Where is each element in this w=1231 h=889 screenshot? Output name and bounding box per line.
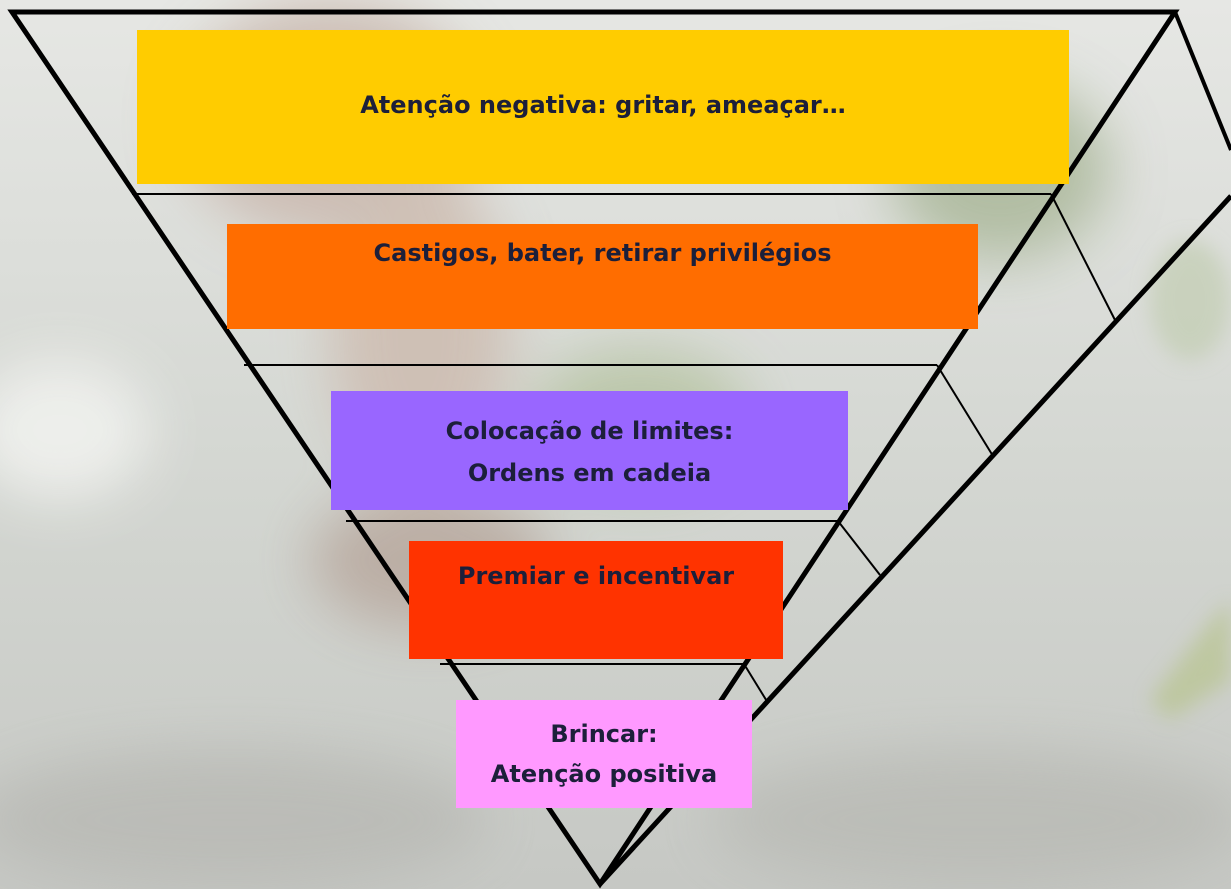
level-label: Colocação de limites: [445,416,734,445]
level-box-reward: Premiar e incentivar [409,541,783,659]
level-label: Castigos, bater, retirar privilégios [373,239,832,267]
side-divider [1050,193,1117,323]
level-label: Atenção positiva [490,760,718,788]
level-label: Atenção negativa: gritar, ameaçar… [360,90,846,119]
funnel-side-edge-top [1173,11,1231,151]
level-label: Premiar e incentivar [457,562,735,590]
level-box-setting-limits: Colocação de limites: Ordens em cadeia [331,391,848,510]
side-divider [936,364,994,457]
level-box-play: Brincar: Atenção positiva [456,700,752,808]
level-box-negative-attention: Atenção negativa: gritar, ameaçar… [137,30,1069,184]
level-box-punishments: Castigos, bater, retirar privilégios [227,224,978,329]
side-divider [743,663,769,704]
level-label: Ordens em cadeia [467,458,712,487]
level-label: Brincar: [550,720,658,749]
side-divider [837,520,881,576]
funnel-front-face [7,9,1180,889]
